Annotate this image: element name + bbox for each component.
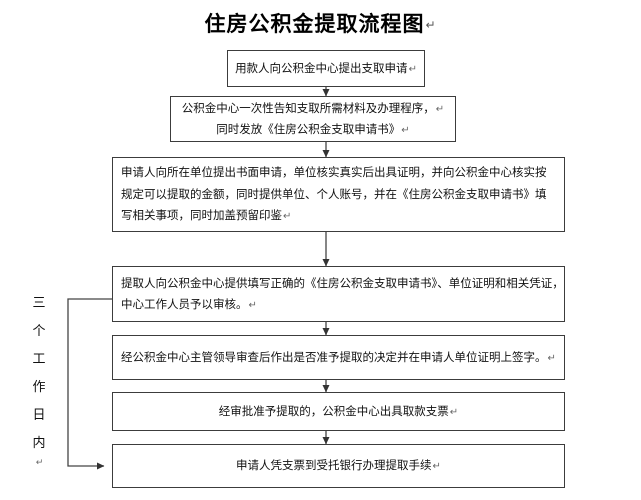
node-text: 同时发放《住房公积金支取申请书》 bbox=[216, 122, 401, 136]
node-text: 经审批准予提取的，公积金中心出具取款支票 bbox=[218, 403, 449, 418]
node-line: 申请人向所在单位提出书面申请，单位核实真实后出具证明，并向公积金中心核实按 bbox=[121, 162, 556, 184]
side-label-char-4: 日 bbox=[32, 408, 46, 423]
node-text: 公积金中心一次性告知支取所需材料及办理程序， bbox=[181, 100, 435, 115]
page-title: 住房公积金提取流程图↵ bbox=[0, 8, 641, 38]
node-text: 申请人凭支票到受托银行办理提取手续 bbox=[236, 458, 432, 473]
paragraph-mark-icon: ↵ bbox=[248, 300, 257, 311]
node-text: 用款人向公积金中心提出支取申请 bbox=[235, 60, 408, 75]
node-line: 规定可以提取的金额，同时提供单位、个人账号，并在《住房公积金支取申请书》填 bbox=[121, 184, 556, 206]
node-line: 写相关事项，同时加盖预留印鉴↵ bbox=[121, 205, 556, 227]
paragraph-mark-icon: ↵ bbox=[401, 125, 410, 136]
node-text: 经公积金中心主管领导审查后作出是否准予提取的决定并在申请人单位证明上签字。 bbox=[121, 349, 547, 364]
paragraph-mark-icon: ↵ bbox=[547, 352, 556, 364]
side-label-char-5: 内 bbox=[32, 436, 46, 451]
node-text: 规定可以提取的金额，同时提供单位、个人账号，并在《住房公积金支取申请书》填 bbox=[121, 186, 547, 201]
paragraph-mark-icon: ↵ bbox=[283, 211, 292, 223]
page-title-text: 住房公积金提取流程图 bbox=[204, 12, 425, 36]
paragraph-mark-icon: ↵ bbox=[435, 103, 445, 115]
node-line: 公积金中心一次性告知支取所需材料及办理程序，↵ bbox=[182, 98, 444, 120]
edge-n4-n7-bracket bbox=[67, 298, 112, 470]
paragraph-mark-icon bbox=[564, 279, 565, 290]
flow-node-center-notify[interactable]: 公积金中心一次性告知支取所需材料及办理程序，↵ 同时发放《住房公积金支取申请书》… bbox=[170, 96, 456, 142]
flow-node-issue-check[interactable]: 经审批准予提取的，公积金中心出具取款支票↵ bbox=[112, 392, 565, 431]
node-line: 经审批准予提取的，公积金中心出具取款支票↵ bbox=[219, 401, 458, 423]
node-text: 中心工作人员予以审核。 bbox=[121, 297, 248, 311]
node-line: 同时发放《住房公积金支取申请书》↵ bbox=[216, 119, 409, 141]
flow-node-written-application[interactable]: 申请人向所在单位提出书面申请，单位核实真实后出具证明，并向公积金中心核实按 规定… bbox=[112, 157, 565, 232]
paragraph-mark-icon: ↵ bbox=[408, 63, 417, 75]
node-text: 写相关事项，同时加盖预留印鉴 bbox=[121, 208, 282, 223]
side-label-char-3: 作 bbox=[32, 380, 46, 395]
flow-node-bank-withdrawal[interactable]: 申请人凭支票到受托银行办理提取手续↵ bbox=[112, 444, 565, 488]
node-line: 申请人凭支票到受托银行办理提取手续↵ bbox=[236, 455, 441, 477]
paragraph-mark-icon bbox=[547, 168, 548, 179]
paragraph-mark-icon: ↵ bbox=[432, 461, 441, 473]
node-text: 申请人向所在单位提出书面申请，单位核实真实后出具证明，并向公积金中心核实按 bbox=[121, 165, 547, 180]
side-label-char-0: 三 bbox=[32, 296, 46, 311]
flow-node-leader-review[interactable]: 经公积金中心主管领导审查后作出是否准予提取的决定并在申请人单位证明上签字。↵ bbox=[112, 335, 565, 380]
flow-node-apply-request[interactable]: 用款人向公积金中心提出支取申请↵ bbox=[227, 50, 425, 87]
side-label-char-2: 工 bbox=[32, 352, 46, 367]
paragraph-mark-icon bbox=[547, 190, 548, 201]
paragraph-mark-icon: ↵ bbox=[35, 458, 44, 468]
node-line: 经公积金中心主管领导审查后作出是否准予提取的决定并在申请人单位证明上签字。↵ bbox=[121, 347, 556, 369]
node-line: 用款人向公积金中心提出支取申请↵ bbox=[235, 58, 417, 80]
side-label-char-1: 个 bbox=[32, 324, 46, 339]
node-line: 提取人向公积金中心提供填写正确的《住房公积金支取申请书》、单位证明和相关凭证， bbox=[121, 273, 564, 295]
flow-node-submit-documents[interactable]: 提取人向公积金中心提供填写正确的《住房公积金支取申请书》、单位证明和相关凭证， … bbox=[112, 266, 565, 322]
paragraph-mark-icon: ↵ bbox=[425, 18, 437, 32]
paragraph-mark-icon: ↵ bbox=[449, 406, 459, 418]
three-working-days-label: 三 个 工 作 日 内 ↵ bbox=[26, 290, 52, 468]
node-text: 提取人向公积金中心提供填写正确的《住房公积金支取申请书》、单位证明和相关凭证， bbox=[121, 275, 564, 290]
node-line: 中心工作人员予以审核。↵ bbox=[121, 294, 556, 316]
